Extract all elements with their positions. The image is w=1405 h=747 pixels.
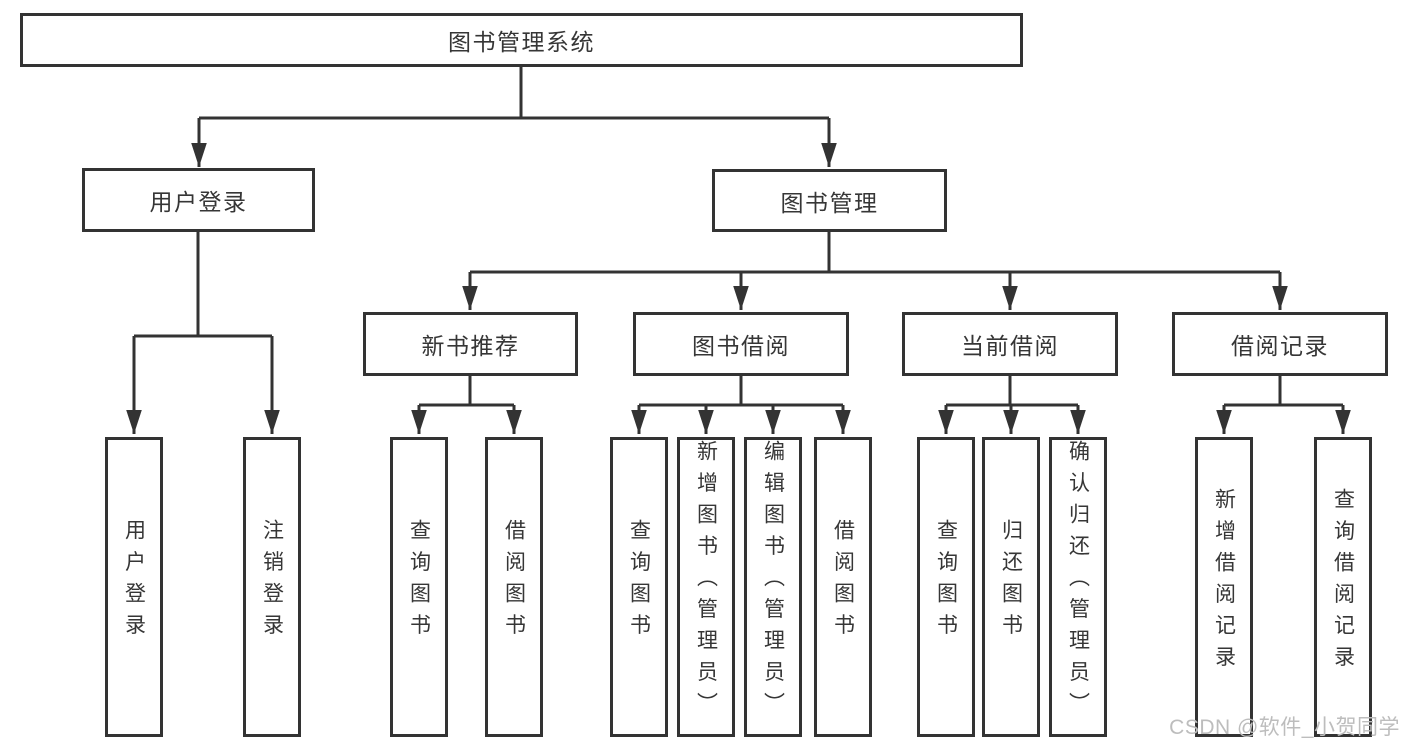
node-current-borrow-label: 当前借阅 [961,333,1059,359]
leaf-logout: 注销登录 [243,437,301,737]
connector-book-management [462,230,1288,310]
node-book-borrow: 图书借阅 [633,312,849,376]
connector-root [191,64,837,167]
connector-new-book-recommend [411,374,522,434]
leaf-query-books-borrow-label: 查询图书 [627,519,651,645]
node-root: 图书管理系统 [20,13,1023,67]
node-book-management-label: 图书管理 [780,189,879,216]
leaf-add-borrow-record: 新增借阅记录 [1195,437,1253,737]
node-borrow-records: 借阅记录 [1172,312,1388,376]
connector-book-borrow [631,374,851,434]
leaf-add-book-admin: 新增图书（管理员） [677,437,735,737]
connector-current-borrow [938,374,1086,434]
leaf-add-book-admin-label: 新增图书（管理员） [694,440,718,724]
node-root-label: 图书管理系统 [448,29,595,55]
leaf-query-borrow-record-label: 查询借阅记录 [1331,487,1355,677]
leaf-edit-book-admin: 编辑图书（管理员） [744,437,802,737]
leaf-user-login-label: 用户登录 [122,519,146,645]
leaf-query-borrow-record: 查询借阅记录 [1314,437,1372,737]
leaf-query-books-borrow: 查询图书 [610,437,668,737]
leaf-query-books-recommend-label: 查询图书 [407,519,431,645]
leaf-add-borrow-record-label: 新增借阅记录 [1212,487,1236,677]
node-user-login: 用户登录 [82,168,315,232]
leaf-query-books-current: 查询图书 [917,437,975,737]
leaf-borrow-books-recommend: 借阅图书 [485,437,543,737]
leaf-borrow-books-borrow: 借阅图书 [814,437,872,737]
connector-user-login [126,230,280,434]
leaf-borrow-books-borrow-label: 借阅图书 [831,519,855,645]
leaf-user-login: 用户登录 [105,437,163,737]
node-borrow-records-label: 借阅记录 [1231,333,1329,359]
node-book-borrow-label: 图书借阅 [692,333,790,359]
leaf-borrow-books-recommend-label: 借阅图书 [502,519,526,645]
leaf-return-book: 归还图书 [982,437,1040,737]
leaf-confirm-return-admin-label: 确认归还（管理员） [1066,440,1090,724]
node-current-borrow: 当前借阅 [902,312,1118,376]
node-book-management: 图书管理 [712,169,947,232]
watermark: CSDN @软件_小贺同学 [1169,716,1400,739]
node-user-login-label: 用户登录 [149,189,248,215]
node-new-book-recommend-label: 新书推荐 [421,333,520,359]
leaf-confirm-return-admin: 确认归还（管理员） [1049,437,1107,737]
connector-borrow-records [1216,374,1351,434]
leaf-query-books-current-label: 查询图书 [934,519,958,645]
leaf-edit-book-admin-label: 编辑图书（管理员） [761,440,785,724]
leaf-return-book-label: 归还图书 [999,519,1023,645]
node-new-book-recommend: 新书推荐 [363,312,578,376]
leaf-query-books-recommend: 查询图书 [390,437,448,737]
leaf-logout-label: 注销登录 [260,519,284,645]
